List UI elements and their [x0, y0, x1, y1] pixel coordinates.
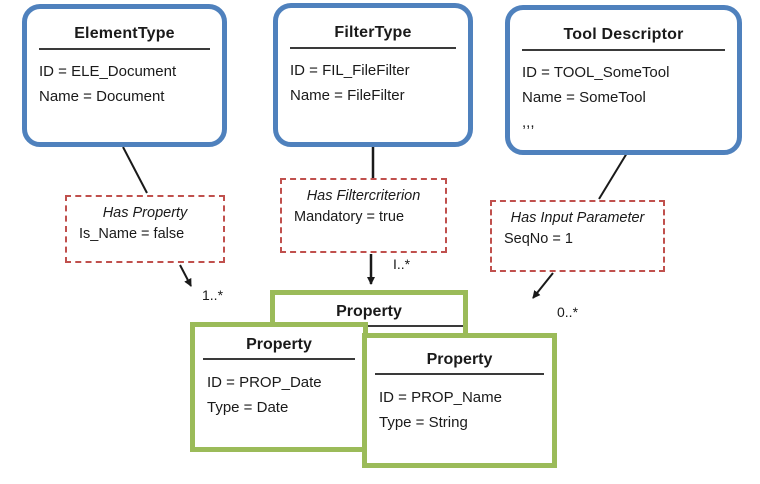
relation-attribute: SeqNo = 1 [504, 231, 573, 247]
property-title: Property [426, 351, 493, 368]
title-underline [203, 358, 355, 360]
attribute-line: Name = Document [39, 88, 165, 105]
entity-attributes: ID = ELE_Document Name = Document [39, 63, 222, 105]
attribute-line: ID = PROP_Date [207, 374, 322, 391]
entity-filtertype-box: FilterType ID = FIL_FileFilter Name = Fi… [273, 3, 473, 147]
connector-tooldescriptor-hasinputparameter [598, 152, 628, 200]
multiplicity-label-has-filtercriterion: I..* [393, 256, 411, 272]
attribute-line: ID = PROP_Name [379, 389, 502, 406]
entity-title: ElementType [74, 25, 175, 42]
connector-elementtype-hasproperty [122, 146, 148, 194]
title-underline [287, 325, 463, 327]
multiplicity-label-has-input-parameter: 0..* [557, 304, 579, 320]
attribute-line: ID = ELE_Document [39, 63, 177, 80]
property-date-box: Property ID = PROP_Date Type = Date [190, 322, 368, 452]
entity-attributes: ID = FIL_FileFilter Name = FileFilter [290, 62, 468, 104]
relation-has-input-parameter-box: Has Input Parameter SeqNo = 1 [490, 200, 665, 272]
relation-attribute: Mandatory = true [294, 209, 405, 225]
title-underline [39, 48, 210, 50]
title-underline [522, 49, 725, 51]
relation-title: Has Input Parameter [510, 210, 645, 226]
relation-title: Has Filtercriterion [306, 188, 421, 204]
connector-hasproperty-property-arrow [179, 264, 192, 287]
relation-has-property-box: Has Property Is_Name = false [65, 195, 225, 263]
title-underline [290, 47, 456, 49]
entity-title: FilterType [334, 24, 412, 41]
entity-attributes: ID = TOOL_SomeTool Name = SomeTool ,,, [522, 64, 737, 131]
relation-attribute: Is_Name = false [79, 226, 185, 242]
attribute-line: Type = Date [207, 399, 289, 416]
entity-elementtype-box: ElementType ID = ELE_Document Name = Doc… [22, 4, 227, 147]
attribute-line: ID = TOOL_SomeTool [522, 64, 670, 81]
attribute-line: Name = FileFilter [290, 87, 405, 104]
property-title: Property [246, 336, 312, 353]
attribute-line: Name = SomeTool [522, 89, 646, 106]
attribute-line: Type = String [379, 414, 468, 431]
multiplicity-label-has-property: 1..* [202, 287, 224, 303]
title-underline [375, 373, 544, 375]
connector-hasinputparameter-property-arrow [532, 272, 554, 299]
attribute-line: ID = FIL_FileFilter [290, 62, 410, 79]
attribute-line: ,,, [522, 114, 535, 131]
property-attributes: ID = PROP_Date Type = Date [207, 374, 363, 416]
property-name-box: Property ID = PROP_Name Type = String [362, 333, 557, 468]
entity-tool-descriptor-box: Tool Descriptor ID = TOOL_SomeTool Name … [505, 5, 742, 155]
property-attributes: ID = PROP_Name Type = String [379, 389, 552, 431]
relation-title: Has Property [102, 205, 188, 221]
property-title: Property [336, 303, 402, 320]
relation-has-filtercriterion-box: Has Filtercriterion Mandatory = true [280, 178, 447, 253]
entity-title: Tool Descriptor [563, 26, 684, 43]
